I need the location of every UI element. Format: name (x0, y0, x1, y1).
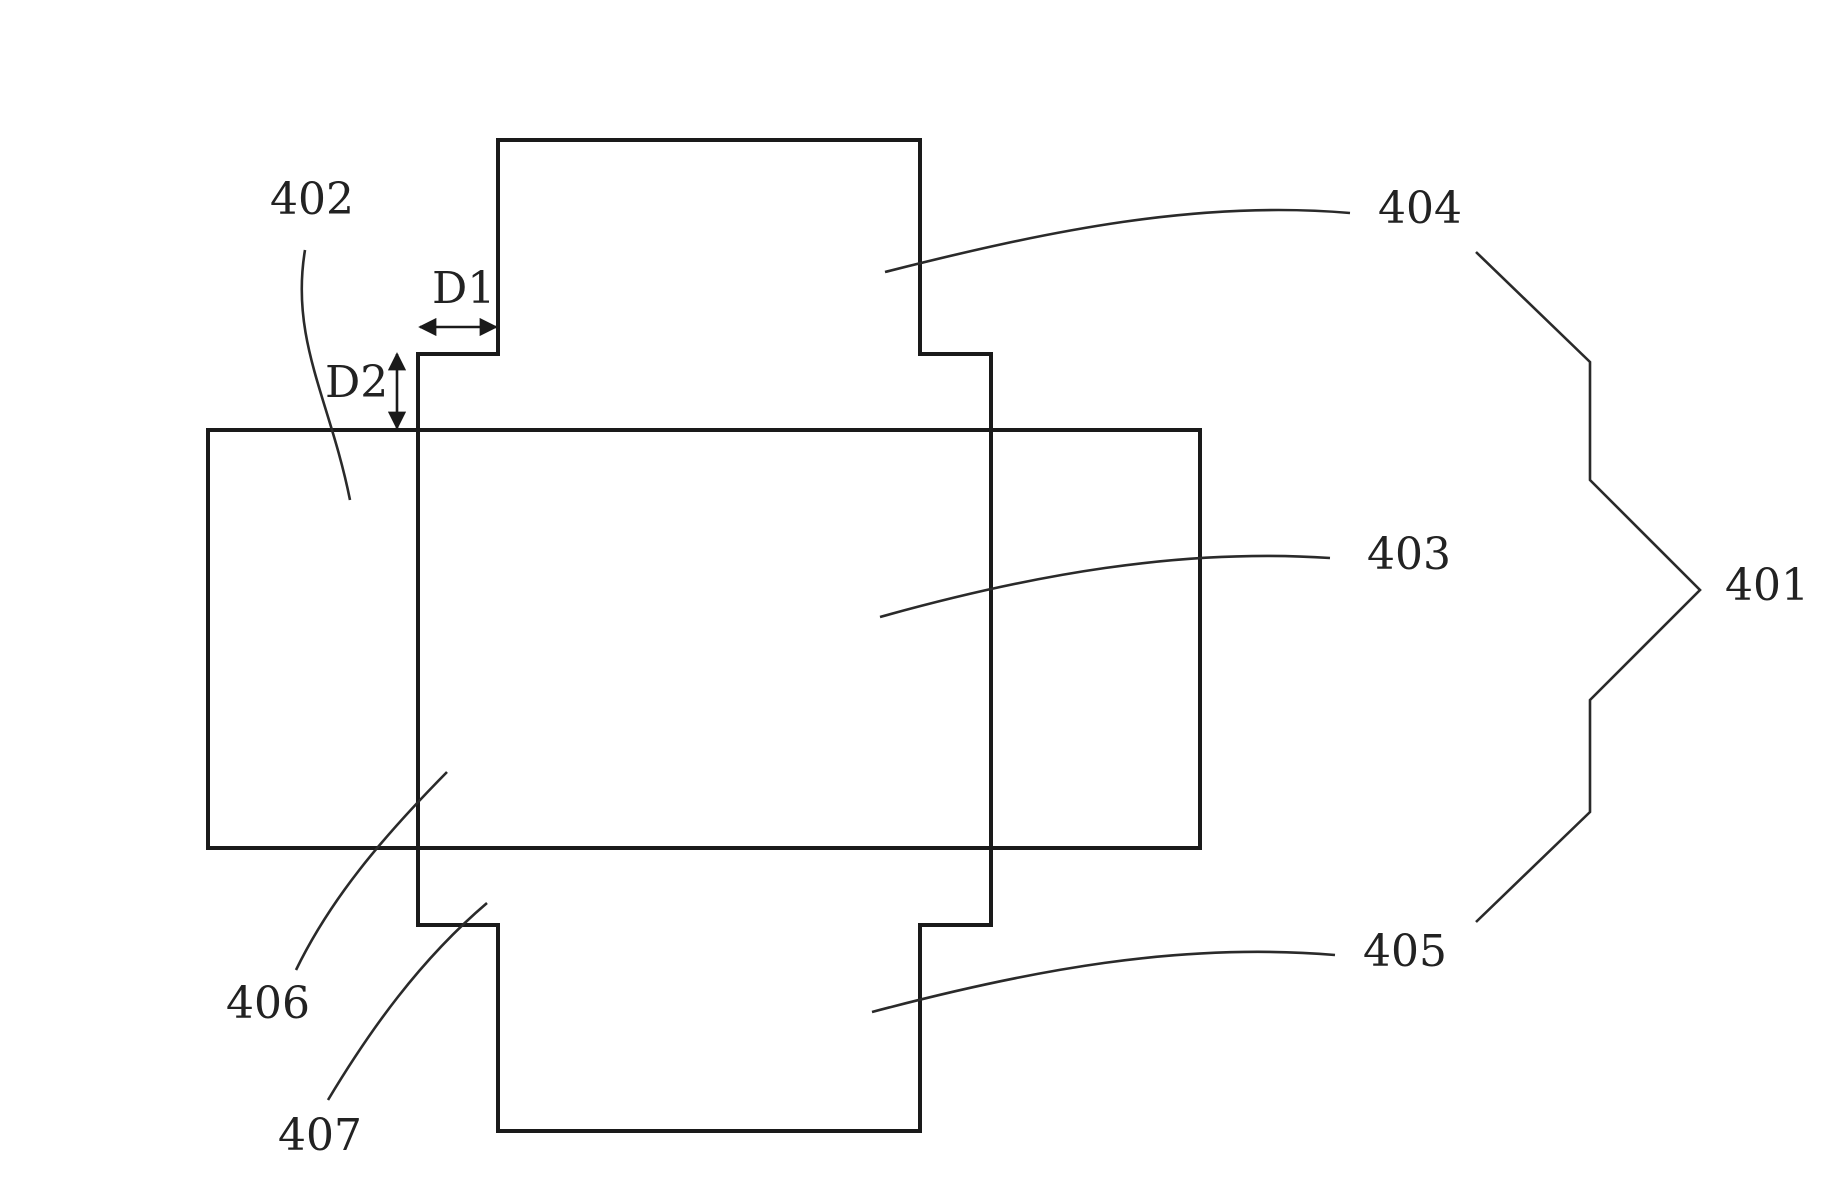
label-401: 401 (1725, 560, 1809, 611)
label-405: 405 (1363, 926, 1447, 977)
leader-406 (296, 772, 447, 970)
stepped-outline (418, 140, 991, 1131)
brace-401 (1476, 252, 1700, 922)
label-403: 403 (1367, 529, 1451, 580)
leader-405 (872, 952, 1335, 1012)
label-d2: D2 (325, 357, 388, 408)
label-402: 402 (270, 174, 354, 225)
hatched-band (208, 430, 1200, 848)
label-406: 406 (226, 978, 310, 1029)
leader-404 (885, 210, 1350, 272)
leader-407 (328, 903, 487, 1100)
label-404: 404 (1378, 183, 1462, 234)
label-407: 407 (278, 1110, 362, 1161)
label-d1: D1 (432, 263, 495, 314)
leader-403 (880, 556, 1330, 617)
